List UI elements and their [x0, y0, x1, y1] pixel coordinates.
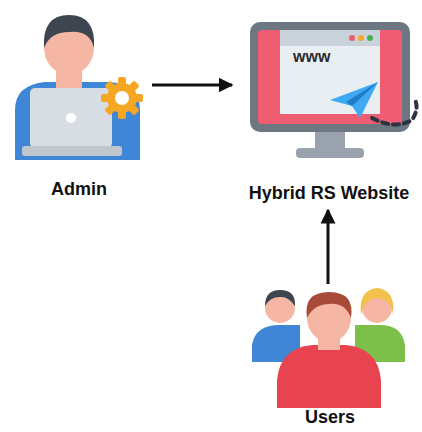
- arrow-connector: [152, 84, 232, 87]
- node-label: Users: [240, 407, 420, 428]
- website-node: Hybrid RS Website: [236, 6, 422, 206]
- admin-node: Admin: [8, 6, 150, 202]
- admin-icon: [15, 15, 143, 160]
- screen-label: www: [293, 48, 330, 66]
- node-label: Hybrid RS Website: [236, 183, 422, 204]
- arrow-connector: [327, 210, 330, 284]
- node-label: Admin: [8, 179, 150, 200]
- users-icon: [252, 288, 405, 408]
- monitor-icon: [250, 22, 417, 158]
- users-node: Users: [240, 286, 420, 430]
